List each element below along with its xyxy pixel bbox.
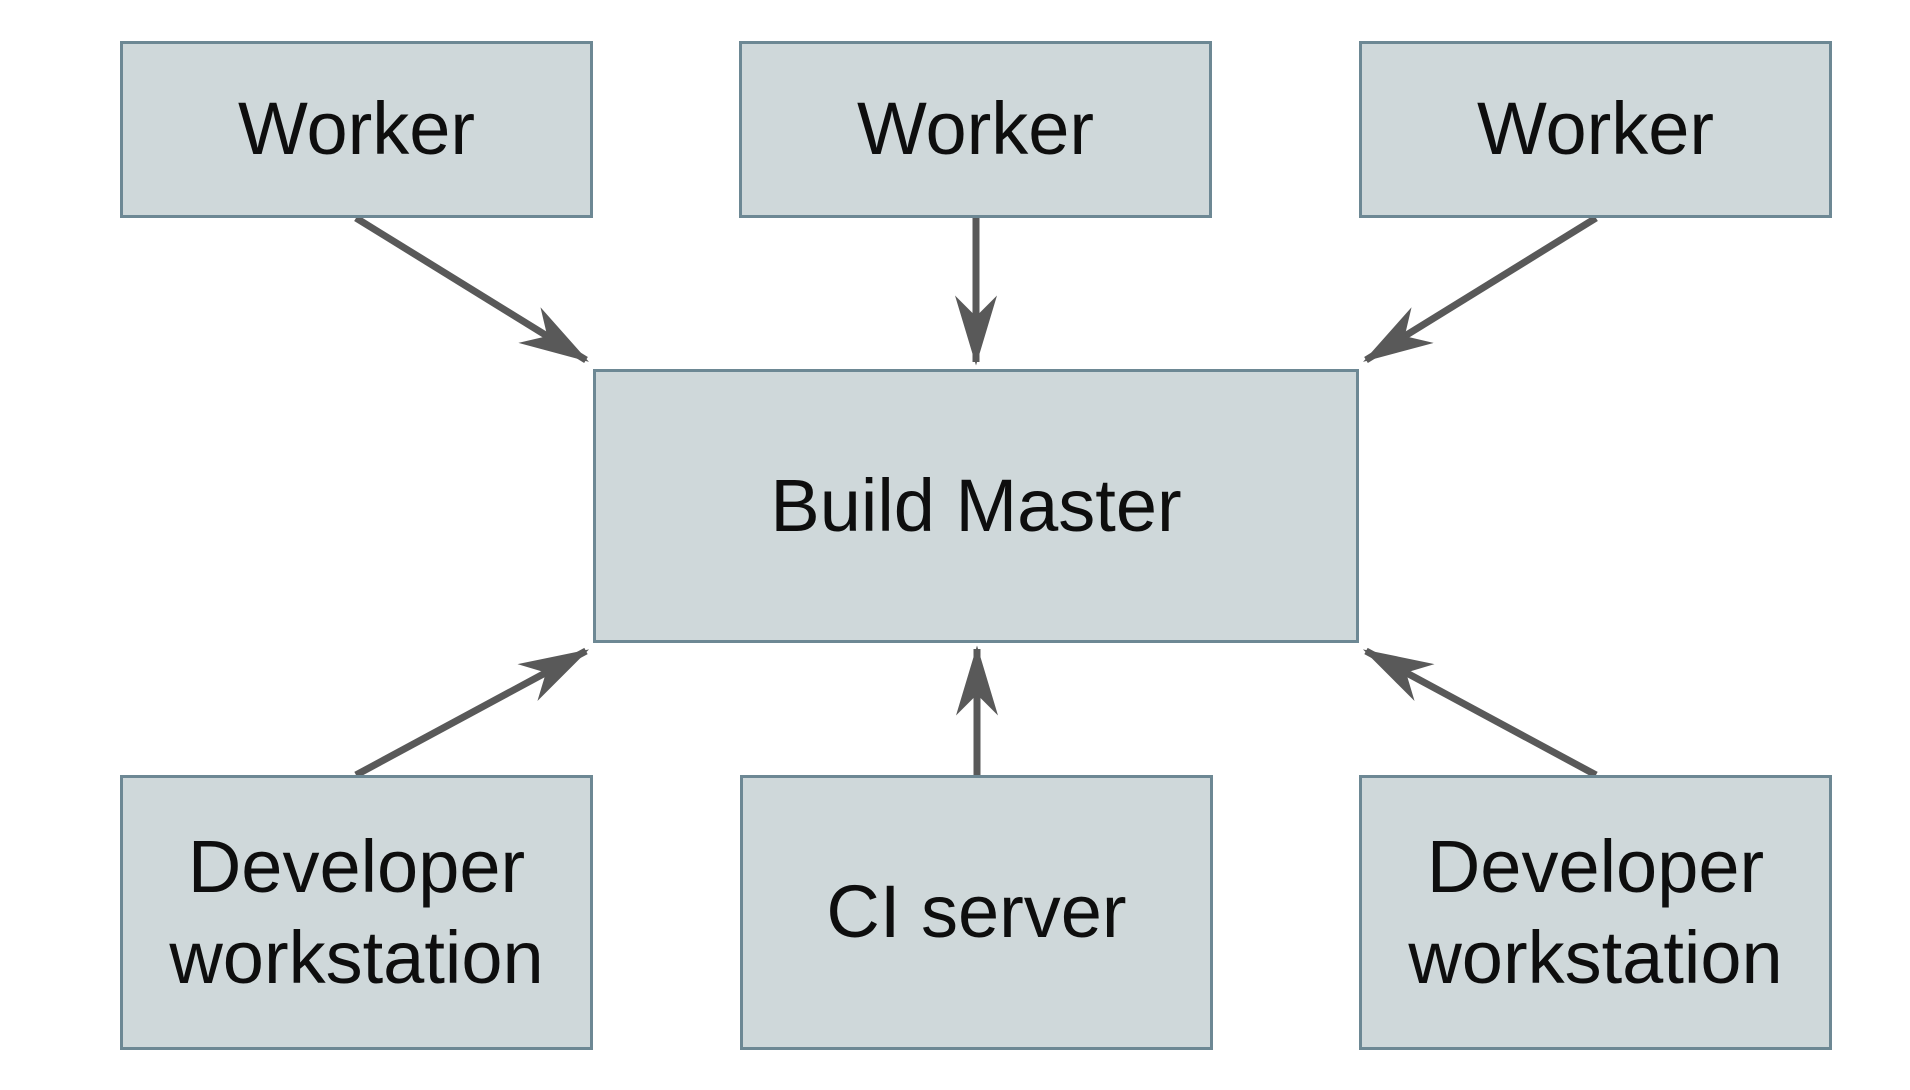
- node-worker-2: Worker: [739, 41, 1212, 218]
- node-worker-2-label: Worker: [856, 87, 1095, 171]
- node-worker-1-label: Worker: [237, 87, 476, 171]
- arrow-devright-to-buildmaster: [1362, 647, 1598, 779]
- arrow-worker1-to-buildmaster: [354, 215, 589, 363]
- node-developer-workstation-right-label: Developer workstation: [1408, 825, 1783, 999]
- arrow-devleft-to-buildmaster: [354, 647, 590, 779]
- node-developer-workstation-right: Developer workstation: [1359, 775, 1832, 1050]
- node-developer-workstation-left: Developer workstation: [120, 775, 593, 1050]
- node-worker-3-label: Worker: [1476, 87, 1715, 171]
- node-developer-workstation-left-label: Developer workstation: [169, 825, 544, 999]
- arrow-worker3-to-buildmaster: [1363, 215, 1598, 363]
- node-worker-1: Worker: [120, 41, 593, 218]
- node-build-master: Build Master: [593, 369, 1359, 643]
- node-worker-3: Worker: [1359, 41, 1832, 218]
- node-ci-server: CI server: [740, 775, 1213, 1050]
- node-ci-server-label: CI server: [826, 870, 1127, 954]
- node-build-master-label: Build Master: [770, 463, 1182, 547]
